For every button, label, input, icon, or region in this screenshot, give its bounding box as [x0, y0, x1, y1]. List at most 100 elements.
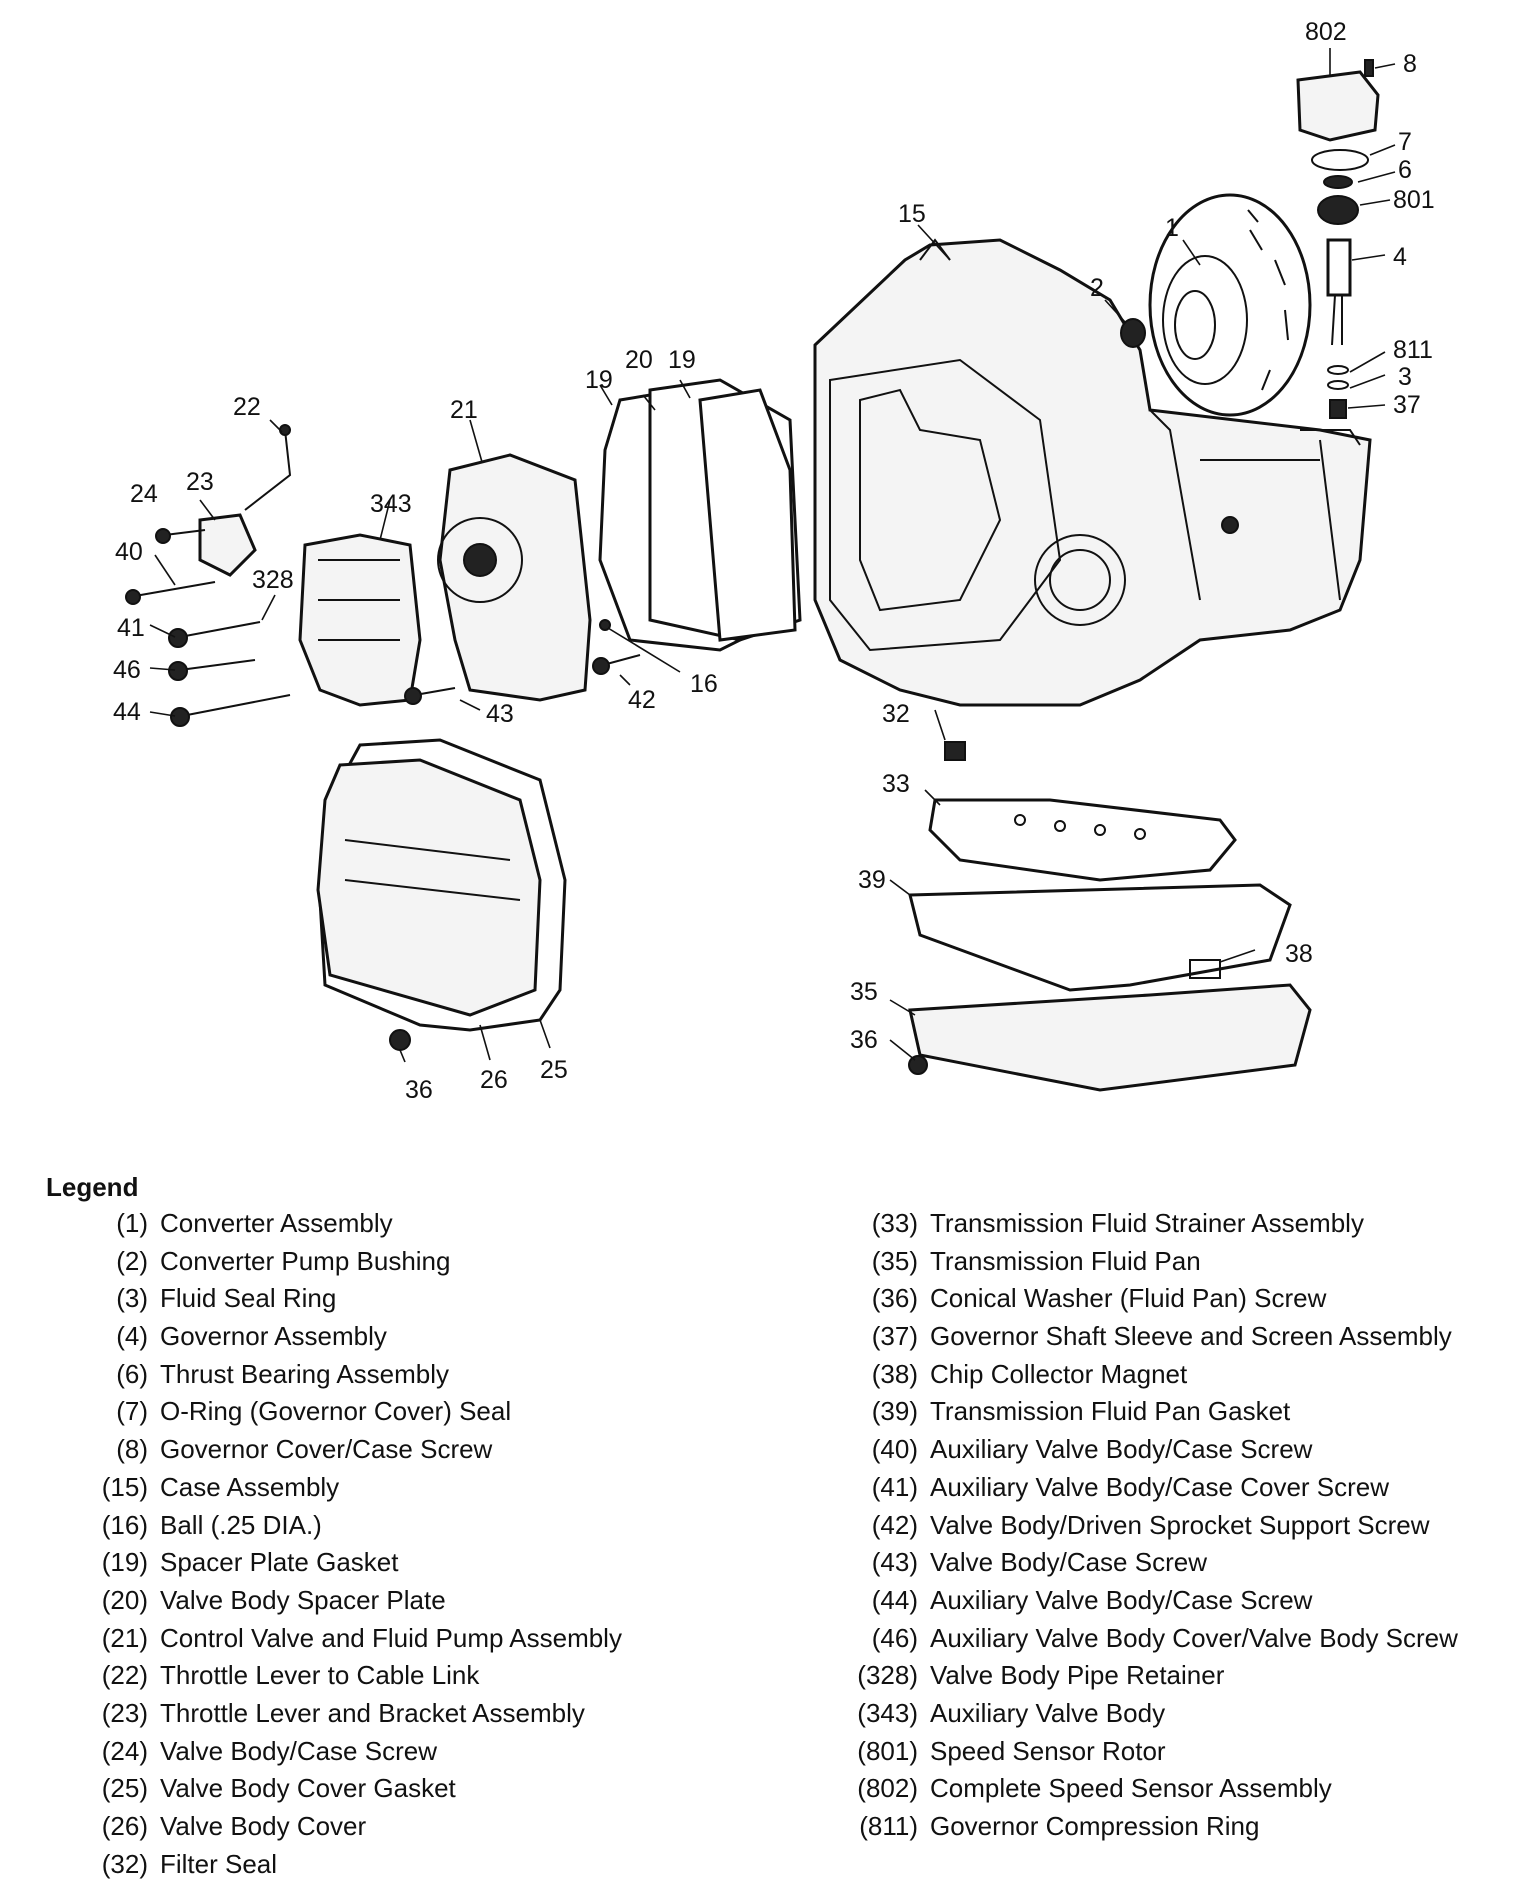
legend-item-number: (16)	[101, 1509, 148, 1540]
leader-lines	[149, 48, 1396, 1063]
callout-46: 46	[113, 656, 141, 684]
legend-item-number: (35)	[871, 1245, 918, 1276]
legend-item: (802)Complete Speed Sensor Assembly	[816, 1773, 1458, 1811]
legend-item-text: Fluid Seal Ring	[160, 1283, 337, 1314]
callout-801: 801	[1393, 186, 1435, 214]
legend-item-text: Transmission Fluid Pan Gasket	[930, 1396, 1291, 1427]
callout-38: 38	[1285, 940, 1313, 968]
legend-item-text: Auxiliary Valve Body/Case Screw	[930, 1584, 1313, 1615]
legend-item: (44) Auxiliary Valve Body/Case Screw	[816, 1585, 1458, 1623]
callout-26: 26	[480, 1066, 508, 1094]
callout-41: 41	[117, 614, 145, 642]
legend-item-number: (26)	[101, 1811, 148, 1841]
converter-pump-bushing	[1120, 318, 1146, 348]
legend-item: (19)Spacer Plate Gasket	[46, 1547, 622, 1585]
legend-item-text: Governor Assembly	[160, 1321, 387, 1352]
legend-item: (343)Auxiliary Valve Body	[816, 1698, 1458, 1736]
callout-36-cover: 36	[405, 1076, 433, 1104]
callout-39: 39	[858, 866, 886, 894]
legend-item: (35)Transmission Fluid Pan	[816, 1246, 1458, 1284]
legend-item-number: (802)	[857, 1773, 918, 1804]
callout-43: 43	[486, 700, 514, 728]
legend-item-number: (38)	[871, 1358, 918, 1389]
legend-item-number: (41)	[871, 1471, 918, 1502]
legend-item: (21)Control Valve and Fluid Pump Assembl…	[46, 1623, 622, 1661]
legend-item-text: Throttle Lever to Cable Link	[160, 1660, 480, 1691]
callout-328: 328	[252, 566, 294, 594]
legend-item-number: (22)	[101, 1660, 148, 1691]
legend-item-text: O-Ring (Governor Cover) Seal	[160, 1396, 512, 1427]
legend-item: (328)Valve Body Pipe Retainer	[816, 1660, 1458, 1698]
legend-item: (41)Auxiliary Valve Body/Case Cover Scre…	[816, 1472, 1458, 1510]
callout-802: 802	[1305, 18, 1347, 46]
legend-item: (39)Transmission Fluid Pan Gasket	[816, 1396, 1458, 1434]
callout-6: 6	[1398, 156, 1412, 184]
throttle-assemblies	[198, 424, 292, 577]
case-assembly	[813, 238, 1372, 707]
callout-4: 4	[1393, 243, 1407, 271]
legend-item: (16) Ball (.25 DIA.)	[46, 1510, 622, 1548]
callout-19-b: 19	[585, 366, 613, 394]
legend-column-left: (1)Converter Assembly(2)Converter Pump B…	[46, 1208, 622, 1886]
legend-item-number: (36)	[871, 1283, 918, 1314]
legend-item-text: Conical Washer (Fluid Pan) Screw	[930, 1283, 1327, 1314]
legend-item: (20)Valve Body Spacer Plate	[46, 1585, 622, 1623]
callout-36-pan: 36	[850, 1026, 878, 1054]
legend-item: (46)Auxiliary Valve Body Cover/Valve Bod…	[816, 1623, 1458, 1661]
legend-item: (2) Converter Pump Bushing	[46, 1246, 622, 1284]
callout-7: 7	[1398, 128, 1412, 156]
legend-item: (42)Valve Body/Driven Sprocket Support S…	[816, 1510, 1458, 1548]
legend-item-number: (40)	[871, 1434, 918, 1465]
legend-item-number: (2)	[116, 1245, 148, 1276]
legend-item: (38) Chip Collector Magnet	[816, 1359, 1458, 1397]
callout-16: 16	[690, 670, 718, 698]
legend-item-number: (4)	[116, 1321, 148, 1352]
callout-15: 15	[898, 200, 926, 228]
governor-stack	[1296, 59, 1380, 419]
legend-item-number: (25)	[101, 1773, 148, 1804]
callout-23: 23	[186, 468, 214, 496]
callout-20: 20	[625, 346, 653, 374]
legend-item-text: Valve Body Pipe Retainer	[930, 1660, 1225, 1691]
legend-item-number: (24)	[101, 1735, 148, 1766]
legend-item-text: Case Assembly	[160, 1471, 340, 1502]
legend-item-text: Valve Body/Driven Sprocket Support Screw	[930, 1509, 1430, 1540]
legend-item: (26)Valve Body Cover	[46, 1811, 622, 1849]
callout-2: 2	[1090, 274, 1104, 302]
callout-3: 3	[1398, 363, 1412, 391]
legend-item-text: Chip Collector Magnet	[930, 1358, 1188, 1389]
legend-item: (15)Case Assembly	[46, 1472, 622, 1510]
legend: Legend (1)Converter Assembly(2)Converter…	[46, 1172, 1496, 1879]
legend-item-text: Converter Assembly	[160, 1208, 393, 1238]
legend-item-number: (44)	[871, 1584, 918, 1615]
callout-19-a: 19	[668, 346, 696, 374]
callout-40: 40	[115, 538, 143, 566]
legend-item-text: Transmission Fluid Strainer Assembly	[930, 1208, 1364, 1238]
legend-item-text: Control Valve and Fluid Pump Assembly	[160, 1622, 622, 1653]
legend-item-text: Governor Shaft Sleeve and Screen Assembl…	[930, 1321, 1452, 1352]
legend-item-text: Valve Body/Case Screw	[930, 1547, 1207, 1578]
legend-item-text: Valve Body/Case Screw	[160, 1735, 437, 1766]
auxiliary-valve-body	[298, 533, 422, 707]
legend-item-text: Filter Seal	[160, 1848, 278, 1879]
callout-343: 343	[370, 490, 412, 518]
legend-item-number: (43)	[871, 1547, 918, 1578]
legend-item-text: Governor Compression Ring	[930, 1811, 1260, 1841]
legend-item: (801)Speed Sensor Rotor	[816, 1736, 1458, 1774]
legend-item-number: (19)	[101, 1547, 148, 1578]
legend-item-number: (37)	[871, 1321, 918, 1352]
callout-25: 25	[540, 1056, 568, 1084]
ball	[599, 619, 611, 631]
legend-item-number: (32)	[101, 1848, 148, 1879]
legend-item-text: Auxiliary Valve Body Cover/Valve Body Sc…	[930, 1622, 1458, 1653]
screws	[125, 528, 641, 727]
callout-21: 21	[450, 396, 478, 424]
legend-item: (40)Auxiliary Valve Body/Case Screw	[816, 1434, 1458, 1472]
legend-column-right: (33)Transmission Fluid Strainer Assembly…	[816, 1208, 1458, 1849]
legend-title: Legend	[46, 1172, 139, 1202]
callouts: 802 8 7 6 801 4 811 3 37 15 1 2 22 21 20…	[113, 18, 1435, 1104]
exploded-parts-diagram: 802 8 7 6 801 4 811 3 37 15 1 2 22 21 20…	[113, 18, 1435, 1104]
legend-item-text: Converter Pump Bushing	[160, 1245, 451, 1276]
legend-item-text: Ball (.25 DIA.)	[160, 1509, 322, 1540]
spacer-plates	[598, 378, 802, 652]
